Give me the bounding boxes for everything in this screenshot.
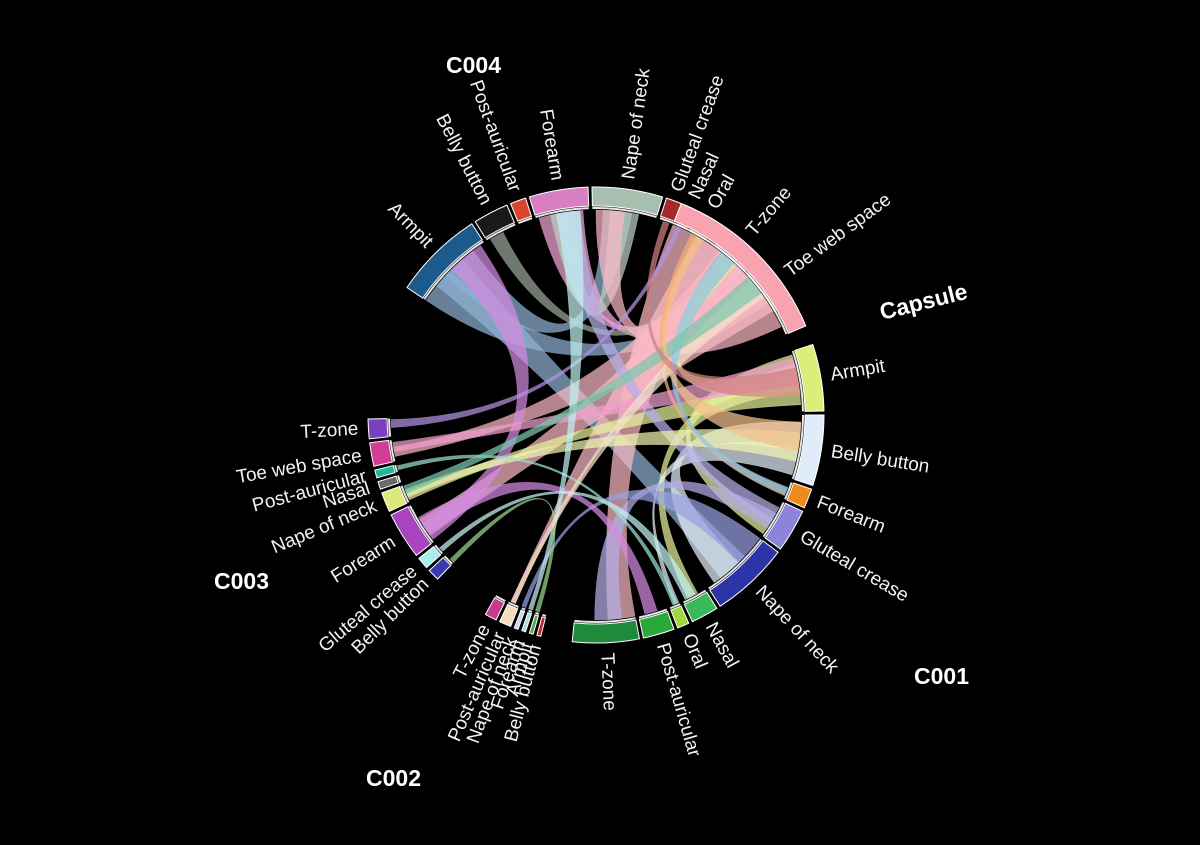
segment-arc-c001-gluteal bbox=[764, 502, 804, 550]
segment-arc-c001-nasal bbox=[683, 591, 718, 623]
segment-arc-c001-forearm bbox=[786, 482, 813, 509]
segment-inner-ring bbox=[784, 482, 793, 500]
chord-link bbox=[521, 489, 761, 609]
segment-inner-ring bbox=[495, 595, 506, 602]
segment-inner-ring bbox=[485, 223, 516, 241]
group-label-c004: C004 bbox=[446, 52, 501, 78]
segment-inner-ring bbox=[638, 608, 668, 619]
segment-arc-c002-forearm bbox=[521, 611, 533, 633]
segment-inner-ring bbox=[535, 611, 540, 615]
segment-label-c001-gluteal: Gluteal crease bbox=[796, 526, 912, 606]
chord-links bbox=[390, 209, 802, 621]
group-label-capsule: Capsule bbox=[877, 278, 970, 325]
segment-arc-capsule bbox=[673, 202, 807, 334]
segment-inner-ring bbox=[389, 440, 396, 462]
segment-arc-c002-tzone bbox=[484, 597, 506, 621]
segment-label-c004-forearm: Forearm bbox=[535, 108, 568, 182]
segment-arc-c001-belly bbox=[794, 414, 825, 487]
segment-inner-ring bbox=[388, 418, 392, 437]
segment-inner-ring bbox=[400, 485, 410, 503]
segment-arc-c001-oral bbox=[670, 605, 690, 629]
chord-link bbox=[392, 357, 800, 453]
segment-arc-c001-tzone bbox=[571, 619, 641, 644]
segment-arc-c001-postaur bbox=[638, 610, 675, 639]
segment-label-c004-toe: Toe web space bbox=[781, 189, 895, 281]
segment-arc-c002-nape bbox=[513, 609, 526, 630]
chord-link bbox=[417, 482, 658, 615]
chord-link bbox=[390, 226, 682, 428]
segment-inner-ring bbox=[535, 207, 589, 219]
segment-arc-c002-armpit bbox=[528, 614, 540, 635]
chord-link bbox=[397, 454, 678, 606]
segment-inner-ring bbox=[762, 502, 785, 538]
chord-segments bbox=[367, 186, 825, 644]
segment-arc-c002-postaur bbox=[498, 603, 519, 628]
segment-arc-c003-forearm bbox=[390, 505, 433, 557]
chord-link bbox=[594, 481, 777, 621]
segment-inner-ring bbox=[397, 475, 402, 483]
segment-inner-ring bbox=[791, 350, 804, 412]
segment-label-c004-nape: Nape of neck bbox=[618, 66, 654, 180]
segment-inner-ring bbox=[409, 505, 434, 544]
segment-label-c001-nape: Nape of neck bbox=[751, 582, 843, 679]
segment-label-c004-tzone: T-zone bbox=[742, 183, 796, 241]
segment-inner-ring bbox=[508, 601, 519, 608]
segment-inner-ring bbox=[659, 217, 674, 225]
chord-link bbox=[646, 220, 801, 397]
segment-label-c004-armpit: Armpit bbox=[384, 198, 438, 252]
group-label-c003: C003 bbox=[214, 568, 269, 594]
segment-arc-c003-gluteal bbox=[418, 545, 442, 569]
segment-inner-ring bbox=[434, 544, 443, 555]
segment-inner-ring bbox=[574, 617, 636, 623]
segment-label-c001-forearm: Forearm bbox=[814, 492, 888, 538]
segment-inner-ring bbox=[443, 555, 453, 565]
segment-inner-ring bbox=[592, 206, 657, 219]
segment-arc-c003-belly bbox=[428, 556, 452, 580]
segment-arc-c003-toe bbox=[369, 439, 393, 467]
segment-arc-c004-belly bbox=[474, 204, 515, 239]
group-label-c002: C002 bbox=[366, 765, 421, 791]
segment-inner-ring bbox=[394, 464, 398, 473]
segment-arc-c001-armpit bbox=[794, 343, 825, 412]
segment-inner-ring bbox=[669, 603, 681, 610]
segment-arc-c004-postaur bbox=[509, 197, 533, 222]
segment-inner-ring bbox=[518, 217, 533, 225]
chord-link bbox=[421, 245, 529, 540]
segment-arc-c004-armpit bbox=[406, 223, 483, 299]
segment-inner-ring bbox=[542, 613, 547, 617]
group-label-c001: C001 bbox=[914, 663, 969, 689]
segment-arc-c003-postaur bbox=[374, 464, 396, 479]
segment-inner-ring bbox=[791, 415, 804, 480]
chord-link bbox=[439, 490, 696, 601]
segment-label-c001-tzone: T-zone bbox=[596, 652, 620, 711]
chord-link bbox=[449, 498, 556, 613]
segment-arc-c001-nape bbox=[709, 540, 779, 607]
segment-arc-c002-belly bbox=[536, 616, 547, 637]
segment-label-c003-tzone: T-zone bbox=[300, 419, 359, 444]
chord-link bbox=[403, 276, 762, 494]
segment-arc-c004-forearm bbox=[528, 186, 590, 216]
segment-label-c001-armpit: Armpit bbox=[829, 356, 887, 386]
segment-label-c001-belly: Belly button bbox=[830, 441, 931, 477]
segment-arc-c004-nape bbox=[591, 186, 664, 216]
segment-arc-c003-nasal bbox=[377, 475, 400, 490]
segment-inner-ring bbox=[521, 607, 526, 611]
chord-link bbox=[528, 210, 584, 611]
segment-inner-ring bbox=[683, 589, 707, 604]
segment-inner-ring bbox=[708, 538, 763, 590]
segment-inner-ring bbox=[528, 609, 533, 613]
segment-arc-c003-nape bbox=[381, 485, 408, 513]
segment-arc-c003-tzone bbox=[367, 418, 389, 440]
